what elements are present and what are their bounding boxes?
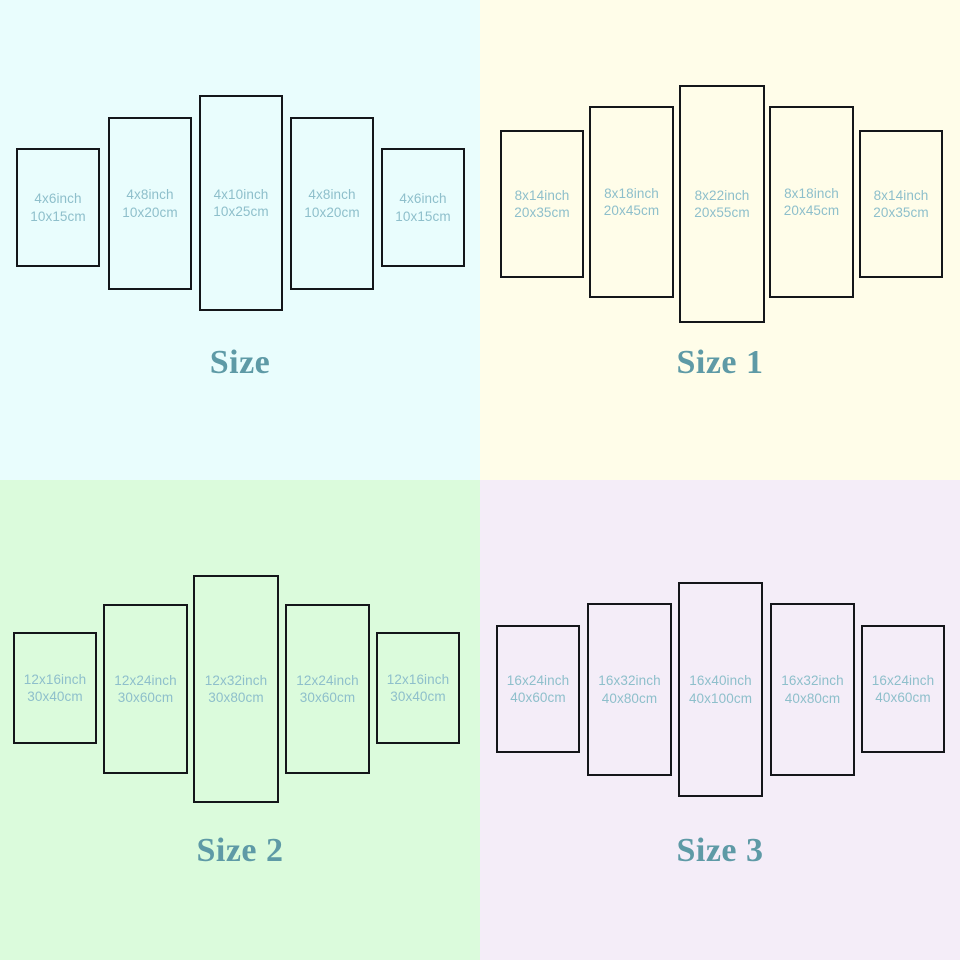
panel-size-cm: 40x80cm — [601, 690, 658, 706]
panel-size-cm: 20x45cm — [603, 203, 660, 218]
canvas-panel-4: 8x18inch 20x45cm — [769, 106, 854, 298]
panel-size-cm: 30x80cm — [208, 690, 264, 705]
panel-size-cm: 40x80cm — [784, 690, 841, 706]
panel-size-cm: 10x20cm — [122, 204, 178, 220]
canvas-panel-1: 8x14inch 20x35cm — [500, 130, 584, 278]
panel-size-cm: 10x15cm — [30, 208, 86, 224]
panel-size-label: 8x22inch 20x55cm — [694, 187, 749, 222]
size-option-size-2[interactable]: 12x16inch 30x40cm 12x24inch 30x60cm 12x32inc… — [0, 480, 480, 960]
panel-size-inch: 4x10inch — [213, 186, 269, 202]
panel-group: 12x16inch 30x40cm 12x24inch 30x60cm 12x32inc… — [0, 480, 480, 820]
panel-size-label: 12x16inch 30x40cm — [387, 671, 449, 706]
canvas-panel-2: 12x24inch 30x60cm — [103, 604, 188, 774]
panel-size-inch: 8x18inch — [604, 185, 659, 201]
size-option-size-1[interactable]: 8x14inch 20x35cm 8x18inch 20x45cm 8x22inch 20… — [480, 0, 960, 480]
canvas-panel-3: 8x22inch 20x55cm — [679, 85, 765, 323]
panel-size-inch: 4x6inch — [399, 191, 447, 207]
panel-size-inch: 12x24inch — [296, 672, 359, 688]
panel-size-inch: 12x16inch — [386, 671, 450, 687]
panel-size-cm: 20x35cm — [873, 205, 929, 220]
panel-size-inch: 4x8inch — [308, 187, 356, 203]
panel-size-cm: 40x100cm — [688, 690, 753, 706]
canvas-panel-3: 4x10inch 10x25cm — [199, 95, 283, 311]
panel-size-label: 4x10inch 10x25cm — [213, 186, 268, 221]
panel-size-label: 16x24inch 40x60cm — [507, 672, 569, 707]
canvas-panel-1: 16x24inch 40x60cm — [496, 625, 580, 753]
panel-size-inch: 12x32inch — [204, 672, 268, 688]
panel-size-inch: 4x6inch — [34, 191, 82, 207]
panel-size-cm: 10x25cm — [213, 204, 269, 219]
panel-size-label: 8x18inch 20x45cm — [604, 185, 659, 220]
panel-size-inch: 12x16inch — [23, 671, 87, 687]
canvas-panel-1: 12x16inch 30x40cm — [13, 632, 97, 744]
panel-size-cm: 40x60cm — [875, 690, 931, 705]
panel-size-cm: 30x40cm — [390, 689, 446, 704]
size-option-title: Size 3 — [676, 832, 764, 869]
panel-size-label: 8x18inch 20x45cm — [784, 185, 839, 220]
panel-size-inch: 16x24inch — [506, 672, 570, 688]
panel-group: 8x14inch 20x35cm 8x18inch 20x45cm 8x22inch 20… — [480, 0, 960, 340]
panel-size-inch: 8x14inch — [514, 187, 570, 203]
canvas-panel-2: 8x18inch 20x45cm — [589, 106, 674, 298]
panel-size-cm: 30x40cm — [27, 689, 83, 704]
panel-size-inch: 12x24inch — [114, 672, 177, 688]
panel-size-cm: 10x20cm — [304, 204, 360, 220]
panel-size-label: 8x14inch 20x35cm — [514, 187, 569, 222]
panel-size-label: 8x14inch 20x35cm — [873, 187, 928, 222]
panel-size-inch: 16x40inch — [689, 673, 752, 689]
panel-size-label: 12x24inch 30x60cm — [296, 672, 358, 707]
canvas-panel-5: 12x16inch 30x40cm — [376, 632, 460, 744]
panel-size-cm: 30x60cm — [299, 690, 356, 705]
panel-size-inch: 8x22inch — [694, 187, 750, 203]
panel-size-label: 16x24inch 40x60cm — [872, 672, 934, 707]
panel-size-inch: 16x24inch — [871, 672, 935, 688]
panel-size-inch: 8x18inch — [784, 185, 839, 201]
canvas-panel-5: 8x14inch 20x35cm — [859, 130, 943, 278]
panel-size-cm: 40x60cm — [510, 690, 566, 705]
panel-size-label: 12x24inch 30x60cm — [114, 672, 176, 707]
canvas-panel-3: 12x32inch 30x80cm — [193, 575, 279, 803]
panel-size-inch: 4x8inch — [126, 187, 174, 203]
size-option-title: Size — [209, 344, 271, 381]
panel-size-inch: 16x32inch — [781, 673, 844, 689]
panel-size-inch: 16x32inch — [598, 673, 661, 689]
panel-size-cm: 30x60cm — [117, 690, 174, 705]
size-option-title: Size 1 — [676, 344, 764, 381]
size-option-title: Size 2 — [196, 832, 284, 869]
panel-size-cm: 20x45cm — [783, 203, 840, 218]
panel-size-cm: 20x55cm — [694, 205, 750, 220]
panel-size-cm: 20x35cm — [514, 205, 570, 220]
panel-size-label: 12x16inch 30x40cm — [24, 671, 86, 706]
panel-size-cm: 10x15cm — [395, 208, 451, 224]
panel-size-inch: 8x14inch — [873, 187, 929, 203]
canvas-panel-5: 16x24inch 40x60cm — [861, 625, 945, 753]
canvas-panel-4: 12x24inch 30x60cm — [285, 604, 370, 774]
panel-size-label: 12x32inch 30x80cm — [205, 672, 267, 707]
